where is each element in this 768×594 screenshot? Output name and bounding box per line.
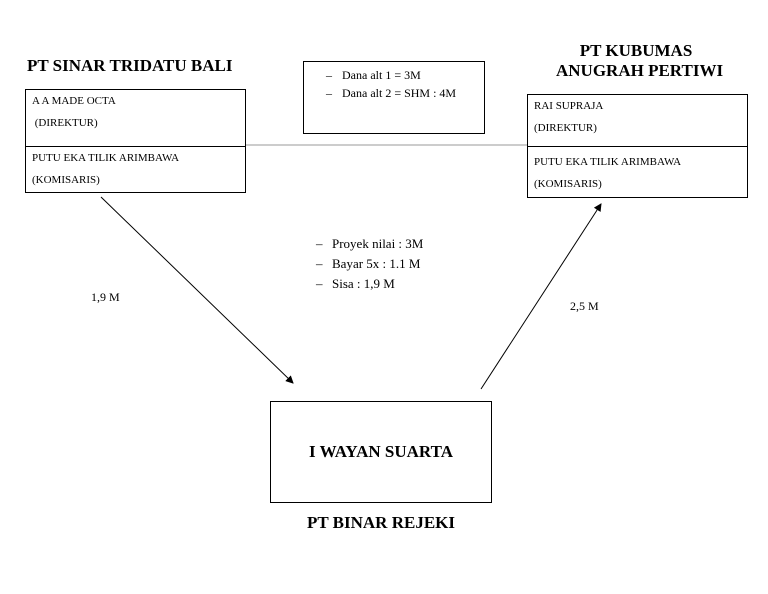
right-commissioner-role: (KOMISARIS) (534, 178, 602, 190)
left-director-cell: A A MADE OCTA (DIREKTUR) (26, 90, 245, 146)
dash-glyph: – (316, 236, 323, 251)
right-commissioner-cell: PUTU EKA TILIK ARIMBAWA (KOMISARIS) (528, 146, 747, 195)
right-company-box: RAI SUPRAJA (DIREKTUR) PUTU EKA TILIK AR… (527, 94, 748, 198)
right-commissioner-name: PUTU EKA TILIK ARIMBAWA (534, 156, 682, 168)
arrow-center-to-right (480, 203, 602, 390)
right-director-cell: RAI SUPRAJA (DIREKTUR) (528, 95, 747, 146)
right-flow-amount: 2,5 M (570, 299, 599, 313)
left-commissioner-role: (KOMISARIS) (32, 174, 100, 186)
center-person-box: I WAYAN SUARTA (270, 401, 492, 503)
left-flow-amount: 1,9 M (91, 290, 120, 304)
dash-glyph: – (326, 68, 332, 82)
fund-note-item-1: –Dana alt 1 = 3M (326, 68, 421, 82)
left-company-box: A A MADE OCTA (DIREKTUR) PUTU EKA TILIK … (25, 89, 246, 193)
project-note: –Proyek nilai : 3M –Bayar 5x : 1.1 M –Si… (316, 234, 423, 294)
left-commissioner-cell: PUTU EKA TILIK ARIMBAWA (KOMISARIS) (26, 146, 245, 191)
left-company-title: PT SINAR TRIDATU BALI (27, 56, 233, 75)
left-commissioner-name: PUTU EKA TILIK ARIMBAWA (32, 152, 180, 164)
right-company-title: PT KUBUMAS ANUGRAH PERTIWI (556, 41, 724, 81)
center-company-title: PT BINAR REJEKI (307, 513, 455, 532)
right-director-role: (DIREKTUR) (534, 122, 597, 134)
left-director-role: (DIREKTUR) (32, 117, 98, 129)
project-note-item-3: –Sisa : 1,9 M (316, 274, 423, 294)
arrow-left-to-center (100, 196, 294, 384)
right-director-name: RAI SUPRAJA (534, 100, 604, 112)
fund-note-box: –Dana alt 1 = 3M –Dana alt 2 = SHM : 4M (303, 61, 485, 134)
project-note-item-1: –Proyek nilai : 3M (316, 234, 423, 254)
right-company-title-line2: ANUGRAH PERTIWI (556, 61, 724, 80)
fund-note-item-2: –Dana alt 2 = SHM : 4M (326, 86, 457, 100)
project-note-item-2: –Bayar 5x : 1.1 M (316, 254, 423, 274)
center-person-name: I WAYAN SUARTA (309, 442, 453, 461)
dash-glyph: – (316, 276, 323, 291)
left-director-name: A A MADE OCTA (32, 95, 116, 107)
dash-glyph: – (316, 256, 323, 271)
right-company-title-line1: PT KUBUMAS (579, 41, 693, 60)
dash-glyph: – (326, 86, 332, 100)
